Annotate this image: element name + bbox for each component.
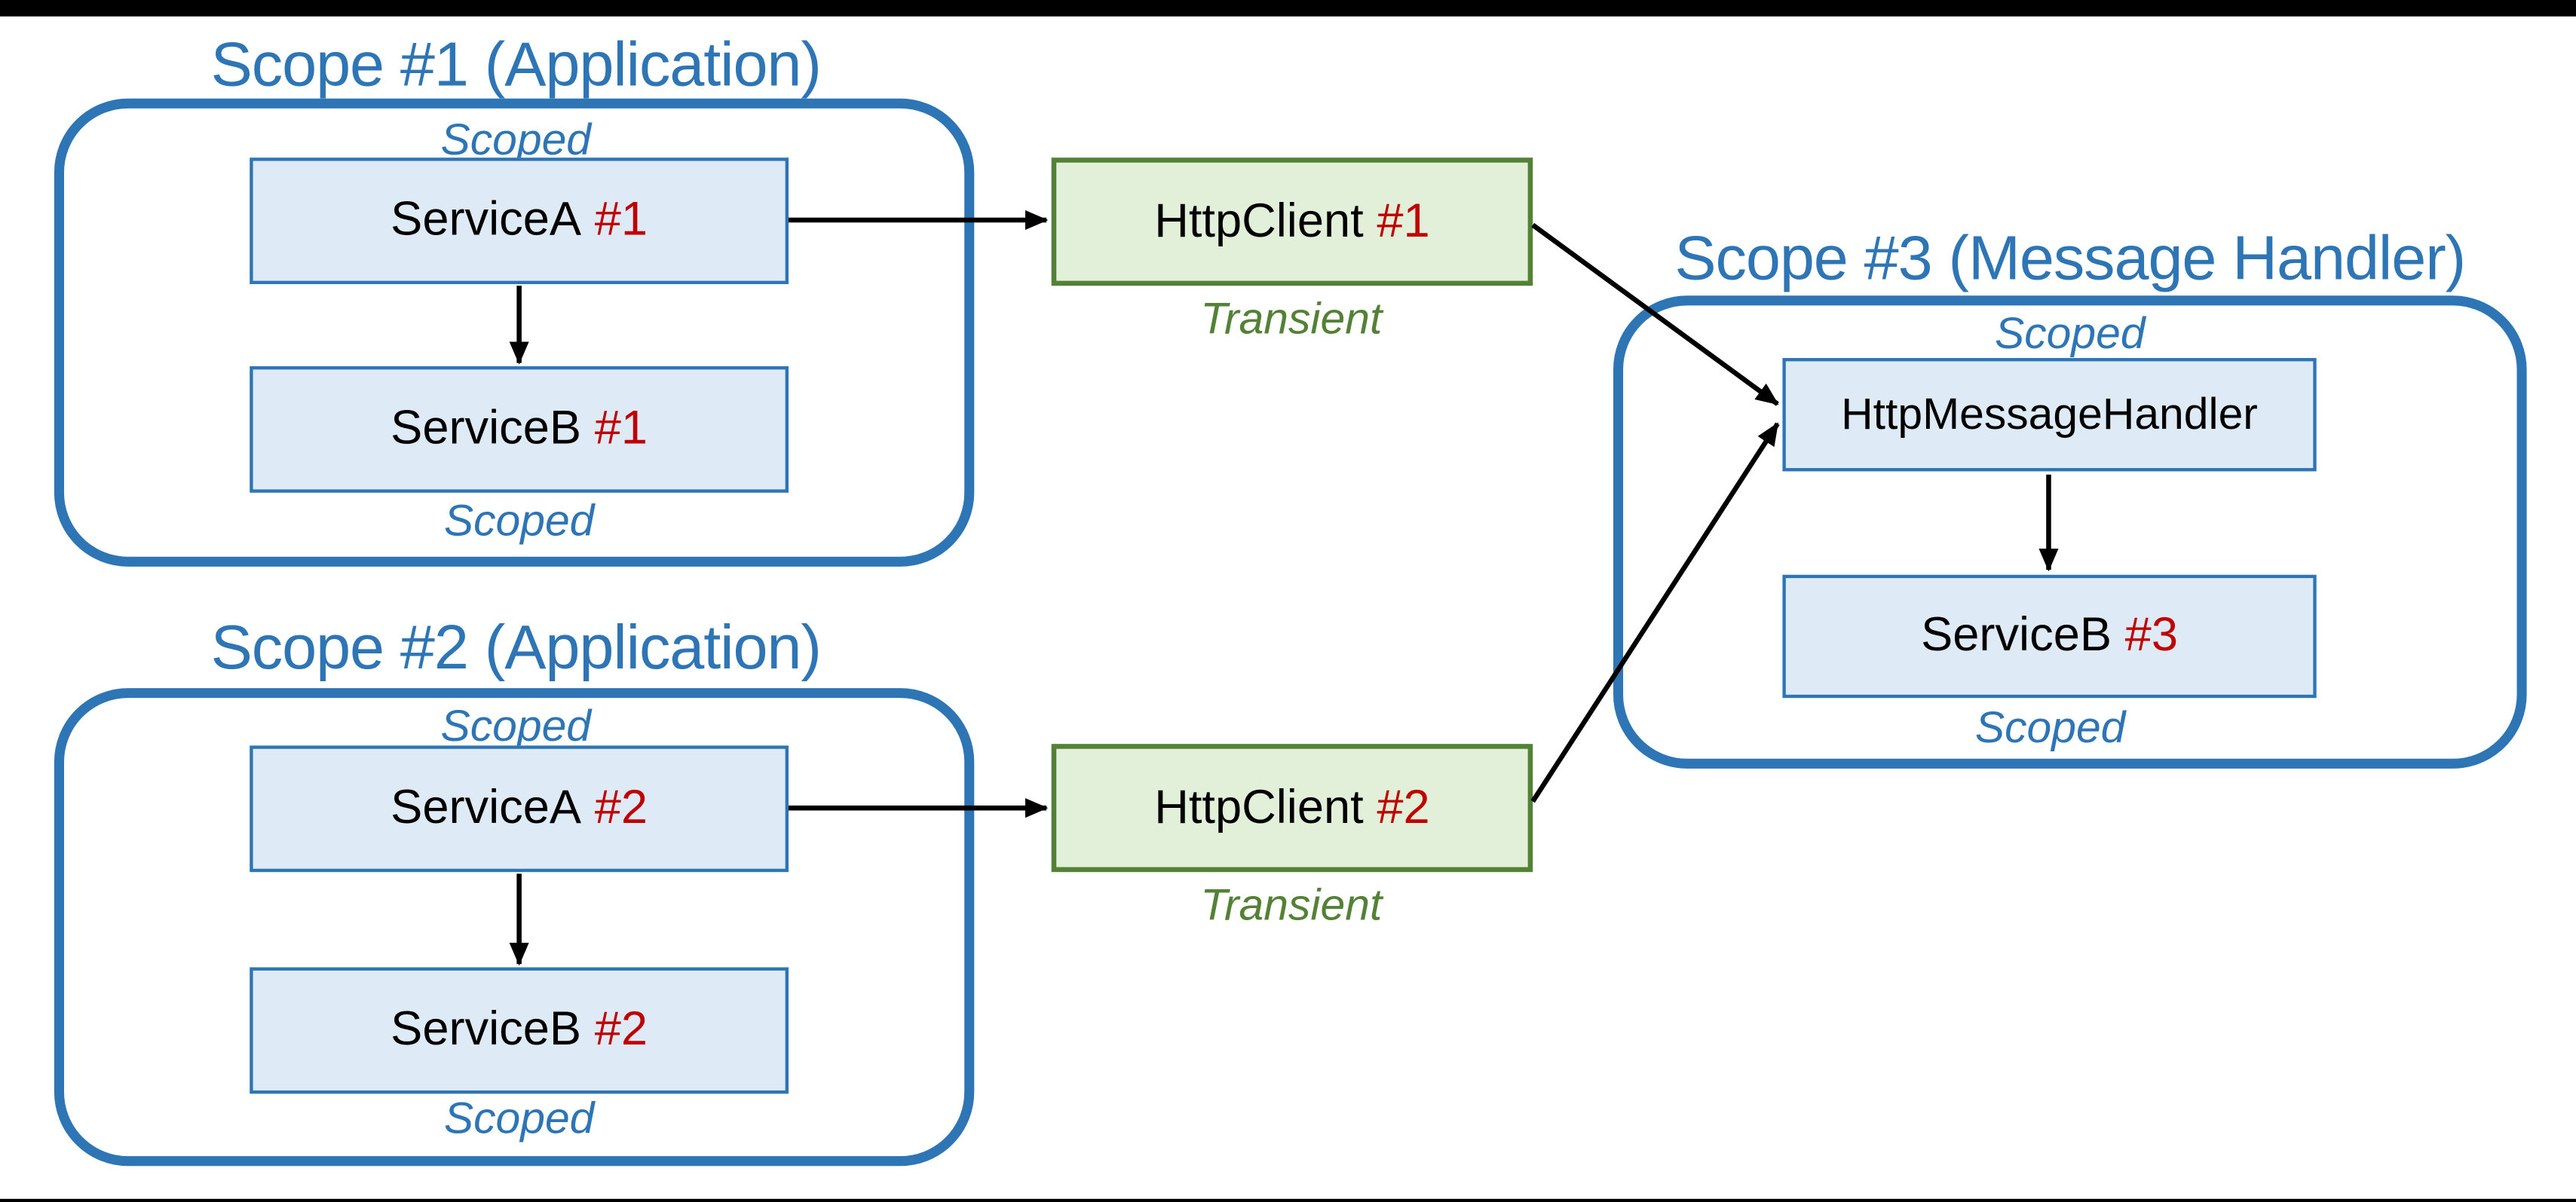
scope2-service-b-box: ServiceB#2 xyxy=(250,967,789,1094)
scope3-container xyxy=(1613,295,2527,769)
http-client1-label: HttpClient#1 xyxy=(1154,197,1429,246)
scope2-service-a-box: ServiceA#2 xyxy=(250,745,789,873)
scope1-container xyxy=(54,98,975,567)
scope3-service-b-name: ServiceB xyxy=(1921,609,2112,662)
scope1-service-a-instance: #1 xyxy=(594,194,648,246)
scope1-service-b-label: ServiceB#1 xyxy=(391,405,648,453)
scope3-scoped-label-top: Scoped xyxy=(1995,308,2146,359)
top-letterbox-bar xyxy=(0,0,2576,17)
scope3-service-b-label: ServiceB#3 xyxy=(1921,612,2178,660)
http-client1-instance: #1 xyxy=(1377,194,1430,247)
scope2-title: Scope #2 (Application) xyxy=(210,614,822,684)
http-client2-name: HttpClient xyxy=(1154,781,1364,833)
scope2-scoped-label-bottom: Scoped xyxy=(443,1093,595,1143)
scope2-service-a-label: ServiceA#2 xyxy=(391,785,648,833)
scope2-service-a-name: ServiceA xyxy=(391,781,582,835)
scope1-service-b-instance: #1 xyxy=(594,402,648,455)
http-client2-transient-label: Transient xyxy=(1200,880,1383,930)
scope3-http-message-handler-label: HttpMessageHandler xyxy=(1841,392,2258,437)
scope1-scoped-label-bottom: Scoped xyxy=(443,496,595,546)
http-client2-box: HttpClient#2 xyxy=(1051,744,1533,873)
scope1-scoped-label-top: Scoped xyxy=(440,115,592,164)
scope2-scoped-label-top: Scoped xyxy=(440,701,592,751)
scope1-service-a-name: ServiceA xyxy=(391,194,582,246)
scope3-http-message-handler-name: HttpMessageHandler xyxy=(1841,389,2258,439)
http-client2-instance: #2 xyxy=(1377,781,1430,833)
scope2-service-a-instance: #2 xyxy=(594,781,648,835)
scope3-service-b-instance: #3 xyxy=(2124,609,2178,662)
scope2-service-b-instance: #2 xyxy=(594,1003,648,1057)
scope3-service-b-box: ServiceB#3 xyxy=(1782,574,2317,699)
scope3-http-message-handler-box: HttpMessageHandler xyxy=(1782,358,2317,472)
http-client2-label: HttpClient#2 xyxy=(1154,783,1429,832)
scope1-title: Scope #1 (Application) xyxy=(210,31,822,100)
scope2-service-b-name: ServiceB xyxy=(391,1003,582,1057)
scope1-service-a-label: ServiceA#1 xyxy=(391,194,648,246)
http-client1-box: HttpClient#1 xyxy=(1051,158,1533,286)
scope1-service-a-box: ServiceA#1 xyxy=(250,158,789,285)
scope3-title: Scope #3 (Message Handler) xyxy=(1674,225,2466,295)
http-client1-transient-label: Transient xyxy=(1200,294,1383,344)
bottom-letterbox-bar xyxy=(0,1198,2576,1202)
scope2-service-b-label: ServiceB#2 xyxy=(391,1006,648,1054)
scope1-service-b-name: ServiceB xyxy=(391,402,582,455)
scope1-service-b-box: ServiceB#1 xyxy=(250,365,789,493)
http-client1-name: HttpClient xyxy=(1154,194,1364,247)
scope3-scoped-label-bottom: Scoped xyxy=(1974,702,2126,753)
